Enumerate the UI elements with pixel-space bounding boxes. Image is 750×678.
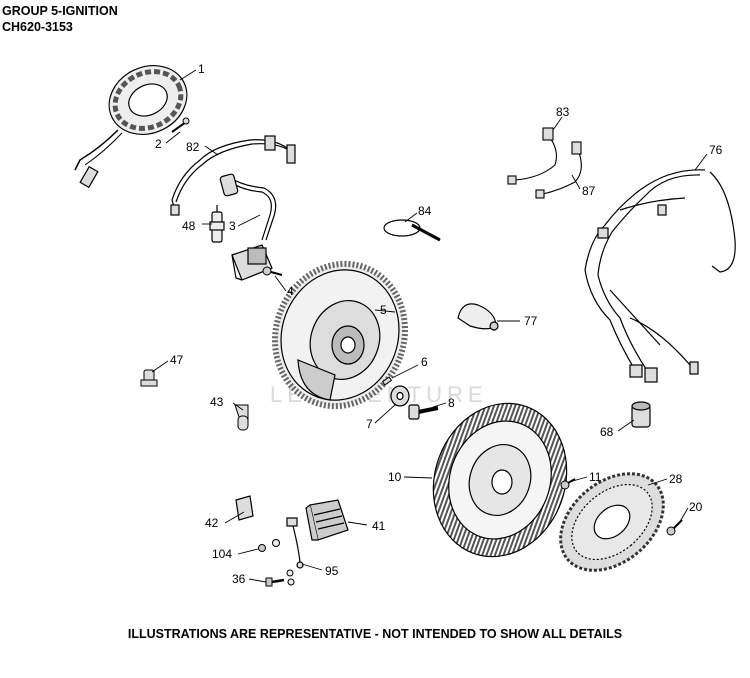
- callout-82: 82: [186, 140, 200, 154]
- nut-part-104: [258, 539, 280, 552]
- spark-plug-part: [209, 205, 225, 243]
- rectifier-regulator-part: [305, 499, 349, 541]
- stator-part: [74, 65, 188, 189]
- callout-10: 10: [388, 470, 402, 484]
- callout-3: 3: [229, 219, 236, 233]
- callout-4: 4: [287, 284, 294, 298]
- cooling-fan-part: [432, 402, 568, 558]
- disclaimer-footer: ILLUSTRATIONS ARE REPRESENTATIVE - NOT I…: [127, 627, 623, 641]
- grass-screen-part: [559, 472, 665, 572]
- wire-lead-part-87: [535, 141, 582, 199]
- callout-41: 41: [372, 519, 386, 533]
- callout-68: 68: [600, 425, 614, 439]
- callout-43: 43: [210, 395, 224, 409]
- flywheel-part: [272, 260, 408, 410]
- flywheel-bolt-part: [408, 404, 439, 420]
- ground-clip-part: [234, 404, 249, 431]
- callout-5: 5: [380, 303, 387, 317]
- callout-84: 84: [418, 204, 432, 218]
- callout-42: 42: [205, 516, 219, 530]
- callout-20: 20: [689, 500, 703, 514]
- wire-lead-part-83: [507, 127, 557, 185]
- kill-lead-part: [170, 135, 296, 216]
- module-screw-part: [262, 266, 283, 276]
- callout-7: 7: [366, 417, 373, 431]
- callout-87: 87: [582, 184, 596, 198]
- callout-36: 36: [232, 572, 246, 586]
- callout-labels: 1 2 82 48 3 4 5 47 6 43 8 7 83 87 76 84 …: [155, 62, 723, 586]
- callout-8: 8: [448, 396, 455, 410]
- callout-104: 104: [212, 547, 232, 561]
- leader-lines: [151, 69, 708, 583]
- callout-48: 48: [182, 219, 196, 233]
- flywheel-key-part: [381, 376, 393, 386]
- wiring-harness-part: [584, 169, 736, 383]
- terminal-part-47: [140, 369, 158, 387]
- tie-strap-part: [383, 219, 441, 242]
- ignition-module-part: [219, 173, 277, 281]
- callout-76: 76: [709, 143, 723, 157]
- callout-47: 47: [170, 353, 184, 367]
- callout-77: 77: [524, 314, 538, 328]
- callout-2: 2: [155, 137, 162, 151]
- bracket-part-42: [235, 495, 254, 521]
- connector-part-68: [631, 401, 651, 428]
- callout-1: 1: [198, 62, 205, 76]
- bolt-part-36: [265, 569, 295, 587]
- flywheel-washer-part: [390, 385, 410, 407]
- stator-screw-part: [171, 117, 190, 133]
- harness-clip-part: [457, 303, 499, 331]
- callout-28: 28: [669, 472, 683, 486]
- ground-lead-part: [286, 517, 304, 569]
- callout-83: 83: [556, 105, 570, 119]
- callout-6: 6: [421, 355, 428, 369]
- model-number: CH620-3153: [2, 20, 73, 34]
- callout-95: 95: [325, 564, 339, 578]
- diagram-title: GROUP 5-IGNITION: [2, 4, 118, 18]
- callout-11: 11: [589, 470, 602, 484]
